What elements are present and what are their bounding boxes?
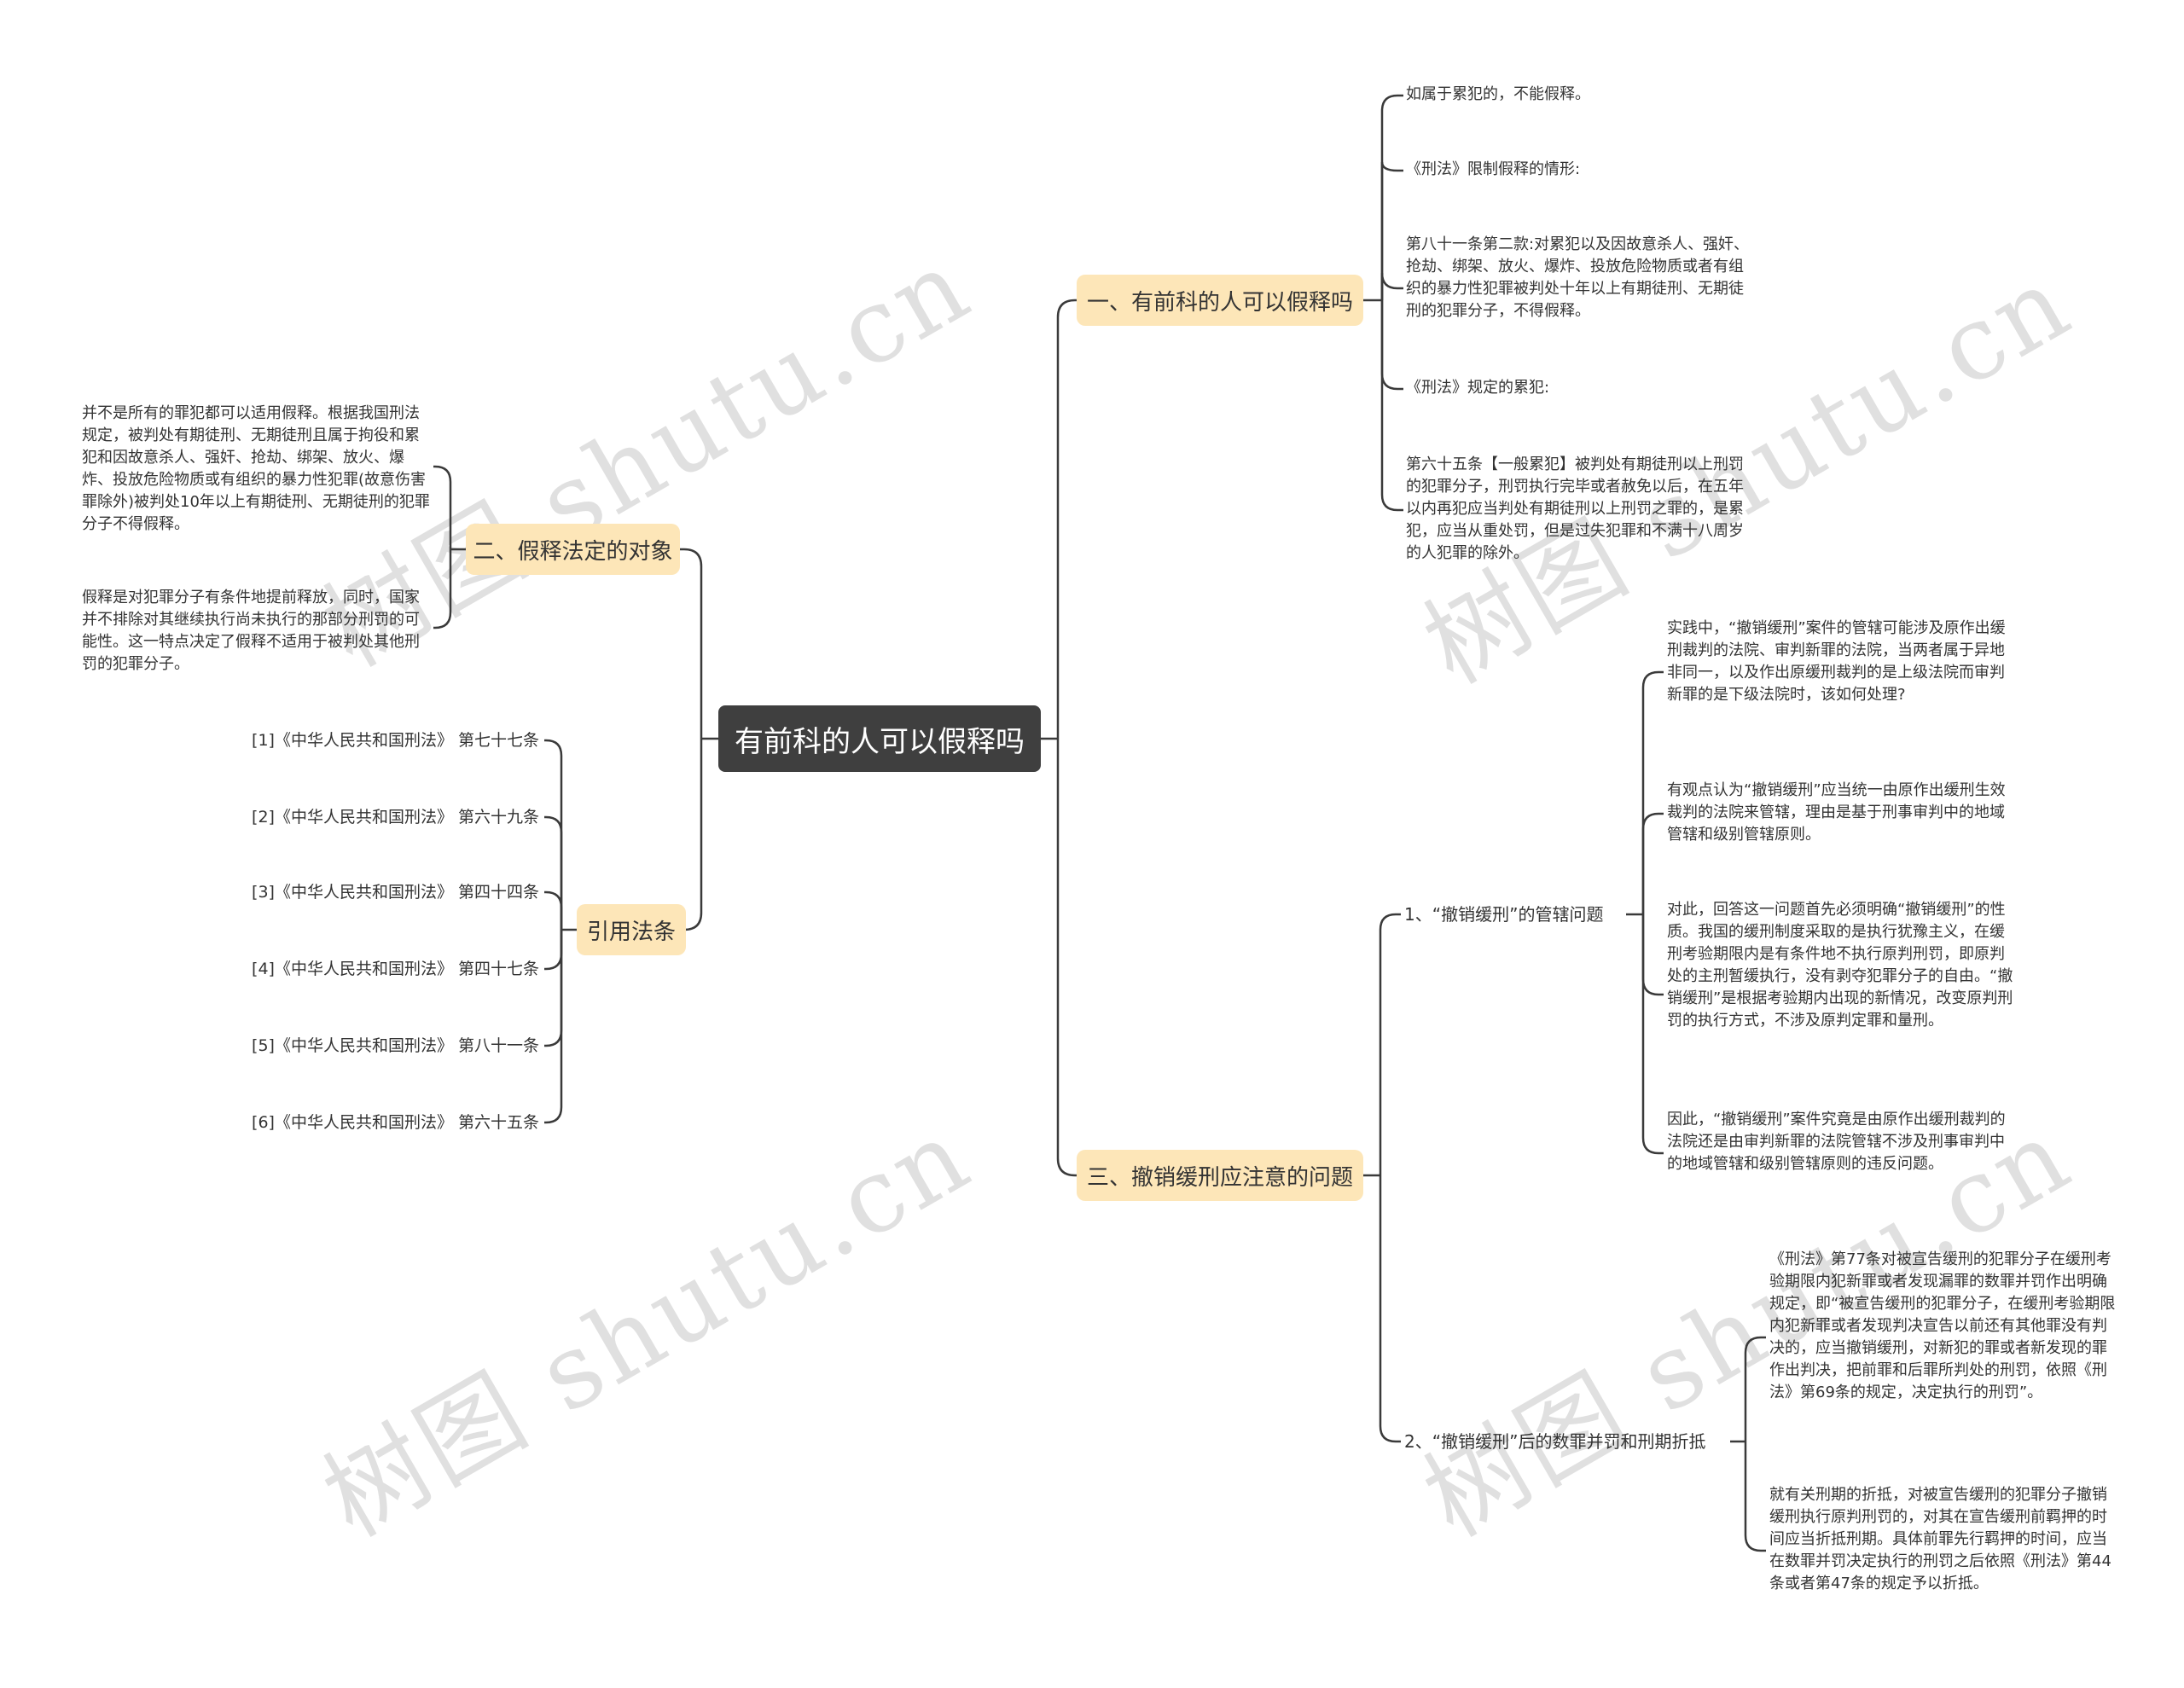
link-root-b3 — [681, 739, 703, 931]
ref-4: [4]《中华人民共和国刑法》 第四十七条 — [252, 960, 539, 978]
link-root-b4 — [1056, 739, 1077, 1177]
branch-2[interactable]: 二、假释法定的对象 — [466, 524, 680, 575]
ref-6: [6]《中华人民共和国刑法》 第六十五条 — [252, 1113, 539, 1132]
sub2-note-1: 《刑法》第77条对被宣告缓刑的犯罪分子在缓刑考验期限内犯新罪或者发现漏罪的数罪并… — [1769, 1250, 2116, 1401]
branch-3[interactable]: 引用法条 — [577, 904, 686, 955]
b1-note-2: 《刑法》限制假释的情形: — [1406, 160, 1581, 178]
b1-note-5: 第六十五条【一般累犯】被判处有期徒刑以上刑罚的犯罪分子，刑罚执行完毕或者赦免以后… — [1406, 455, 1744, 562]
sub1-note-1: 实践中，“撤销缓刑”案件的管辖可能涉及原作出缓刑裁判的法院、审判新罪的法院，当两… — [1667, 619, 2006, 704]
ref-2: [2]《中华人民共和国刑法》 第六十九条 — [252, 808, 539, 827]
sub1-note-4: 因此，“撤销缓刑”案件究竟是由原作出缓刑裁判的法院还是由审判新罪的法院管辖不涉及… — [1667, 1111, 2006, 1173]
root-topic[interactable]: 有前科的人可以假释吗 — [718, 705, 1041, 772]
sub1-note-2: 有观点认为“撤销缓刑”应当统一由原作出缓刑生效裁判的法院来管辖，理由是基于刑事审… — [1667, 781, 2006, 844]
b4-sub2[interactable]: 2、“撤销缓刑”后的数罪并罚和刑期折抵 — [1404, 1431, 1706, 1452]
link-b1-bracket — [1363, 94, 1403, 302]
branch-1[interactable]: 一、有前科的人可以假释吗 — [1077, 275, 1363, 326]
sub1-note-3: 对此，回答这一问题首先必须明确“撤销缓刑”的性质。我国的缓刑制度采取的是执行犹豫… — [1667, 901, 2013, 1030]
b2-note-2: 假释是对犯罪分子有条件地提前释放，同时，国家并不排除对其继续执行尚未执行的那部分… — [82, 589, 420, 673]
b1-note-4: 《刑法》规定的累犯: — [1406, 379, 1550, 397]
b1-note-1: 如属于累犯的，不能假释。 — [1406, 85, 1590, 103]
b4-sub1[interactable]: 1、“撤销缓刑”的管辖问题 — [1404, 904, 1604, 925]
branch-4[interactable]: 三、撤销缓刑应注意的问题 — [1077, 1150, 1363, 1201]
b1-note-3: 第八十一条第二款:对累犯以及因故意杀人、强奸、抢劫、绑架、放火、爆炸、投放危险物… — [1406, 235, 1750, 320]
sub2-note-2: 就有关刑期的折抵，对被宣告缓刑的犯罪分子撤销缓刑执行原判刑罚的，对其在宣告缓刑前… — [1769, 1486, 2111, 1592]
ref-5: [5]《中华人民共和国刑法》 第八十一条 — [252, 1036, 539, 1055]
ref-3: [3]《中华人民共和国刑法》 第四十四条 — [252, 883, 539, 902]
link-root-b2 — [680, 548, 703, 739]
ref-1: [1]《中华人民共和国刑法》 第七十七条 — [252, 731, 539, 750]
link-root-b1 — [1056, 299, 1077, 739]
b2-note-1: 并不是所有的罪犯都可以适用假释。根据我国刑法规定，被判处有期徒刑、无期徒刑且属于… — [82, 404, 430, 533]
